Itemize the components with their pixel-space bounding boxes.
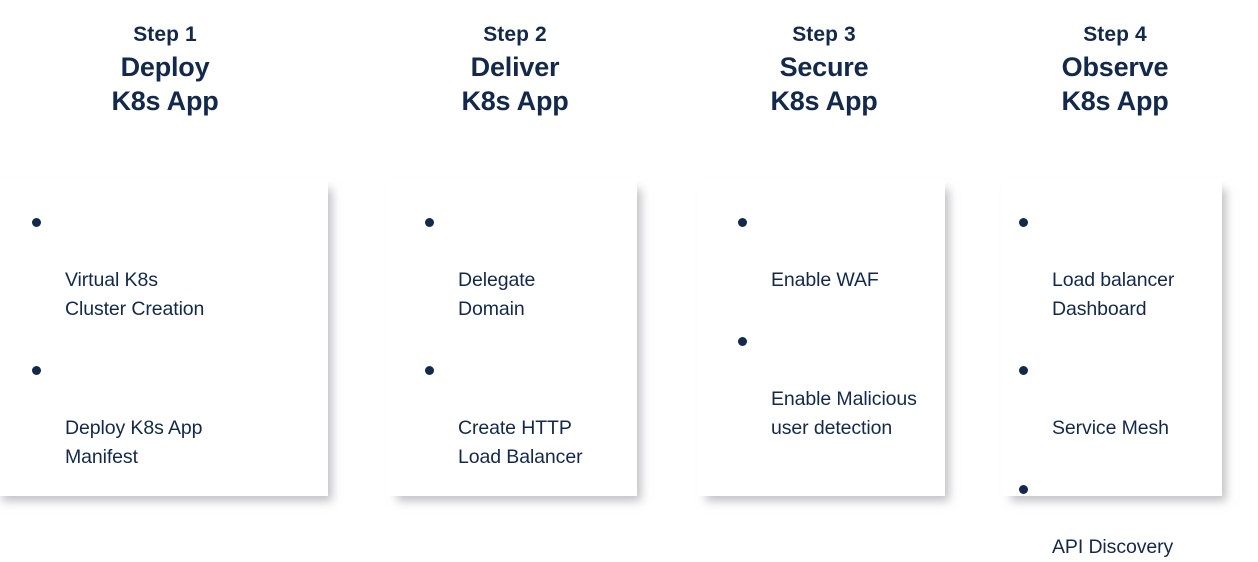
step-column-2: Step 2 Deliver K8s App Delegate Domain C… bbox=[389, 0, 640, 548]
bullet-dot-icon bbox=[1019, 218, 1028, 227]
list-item: API Discovery bbox=[1019, 475, 1218, 562]
step-column-4: Step 4 Observe K8s App Load balancer Das… bbox=[1003, 0, 1225, 558]
list-item: Delegate Domain bbox=[425, 208, 629, 324]
bullet-text: Virtual K8s Cluster Creation bbox=[65, 269, 205, 320]
step-card-1: Virtual K8s Cluster Creation Deploy K8s … bbox=[0, 180, 328, 496]
list-item: Enable Malicious user detection bbox=[738, 327, 939, 443]
bullet-dot-icon bbox=[425, 366, 434, 375]
step-title-4: Observe K8s App bbox=[1061, 52, 1169, 116]
bullet-dot-icon bbox=[32, 218, 41, 227]
step-heading-3: Step 3 Secure K8s App bbox=[700, 0, 948, 118]
bullet-dot-icon bbox=[1019, 366, 1028, 375]
bullet-text: Deploy K8s App Manifest bbox=[65, 417, 203, 468]
list-item: Enable WAF bbox=[738, 208, 939, 295]
bullet-dot-icon bbox=[738, 337, 747, 346]
step-title-3: Secure K8s App bbox=[770, 52, 878, 116]
bullet-text: Enable Malicious user detection bbox=[771, 388, 917, 439]
step-column-1: Step 1 Deploy K8s App Virtual K8s Cluste… bbox=[0, 0, 330, 548]
bullet-text: Service Mesh bbox=[1052, 417, 1169, 439]
step-bullet-list-4: Load balancer Dashboard Service Mesh API… bbox=[1003, 180, 1222, 562]
bullet-text: API Discovery bbox=[1052, 536, 1174, 558]
step-label-1: Step 1 bbox=[133, 23, 197, 46]
bullet-dot-icon bbox=[1019, 485, 1028, 494]
list-item: Service Mesh bbox=[1019, 356, 1218, 443]
step-label-4: Step 4 bbox=[1083, 23, 1147, 46]
step-bullet-list-1: Virtual K8s Cluster Creation Deploy K8s … bbox=[0, 180, 328, 472]
list-item: Deploy K8s App Manifest bbox=[32, 356, 318, 472]
bullet-text: Delegate Domain bbox=[458, 269, 536, 320]
step-title-2: Deliver K8s App bbox=[461, 52, 569, 116]
list-item: Create HTTP Load Balancer bbox=[425, 356, 629, 472]
step-heading-2: Step 2 Deliver K8s App bbox=[390, 0, 640, 118]
step-card-2: Delegate Domain Create HTTP Load Balance… bbox=[389, 180, 637, 496]
bullet-text: Enable WAF bbox=[771, 269, 879, 291]
step-column-3: Step 3 Secure K8s App Enable WAF Enable … bbox=[698, 0, 948, 548]
list-item: Virtual K8s Cluster Creation bbox=[32, 208, 318, 324]
bullet-text: Load balancer Dashboard bbox=[1052, 269, 1175, 320]
bullet-dot-icon bbox=[425, 218, 434, 227]
bullet-dot-icon bbox=[32, 366, 41, 375]
step-card-3: Enable WAF Enable Malicious user detecti… bbox=[698, 180, 945, 496]
step-card-4: Load balancer Dashboard Service Mesh API… bbox=[1003, 180, 1222, 558]
step-heading-1: Step 1 Deploy K8s App bbox=[0, 0, 330, 118]
step-label-3: Step 3 bbox=[792, 23, 856, 46]
step-bullet-list-3: Enable WAF Enable Malicious user detecti… bbox=[698, 180, 945, 443]
bullet-text: Create HTTP Load Balancer bbox=[458, 417, 583, 468]
step-title-1: Deploy K8s App bbox=[111, 52, 219, 116]
bullet-dot-icon bbox=[738, 218, 747, 227]
step-bullet-list-2: Delegate Domain Create HTTP Load Balance… bbox=[389, 180, 637, 472]
steps-diagram: Step 1 Deploy K8s App Virtual K8s Cluste… bbox=[0, 0, 1225, 558]
list-item: Load balancer Dashboard bbox=[1019, 208, 1218, 324]
step-heading-4: Step 4 Observe K8s App bbox=[1005, 0, 1225, 118]
step-label-2: Step 2 bbox=[483, 23, 547, 46]
